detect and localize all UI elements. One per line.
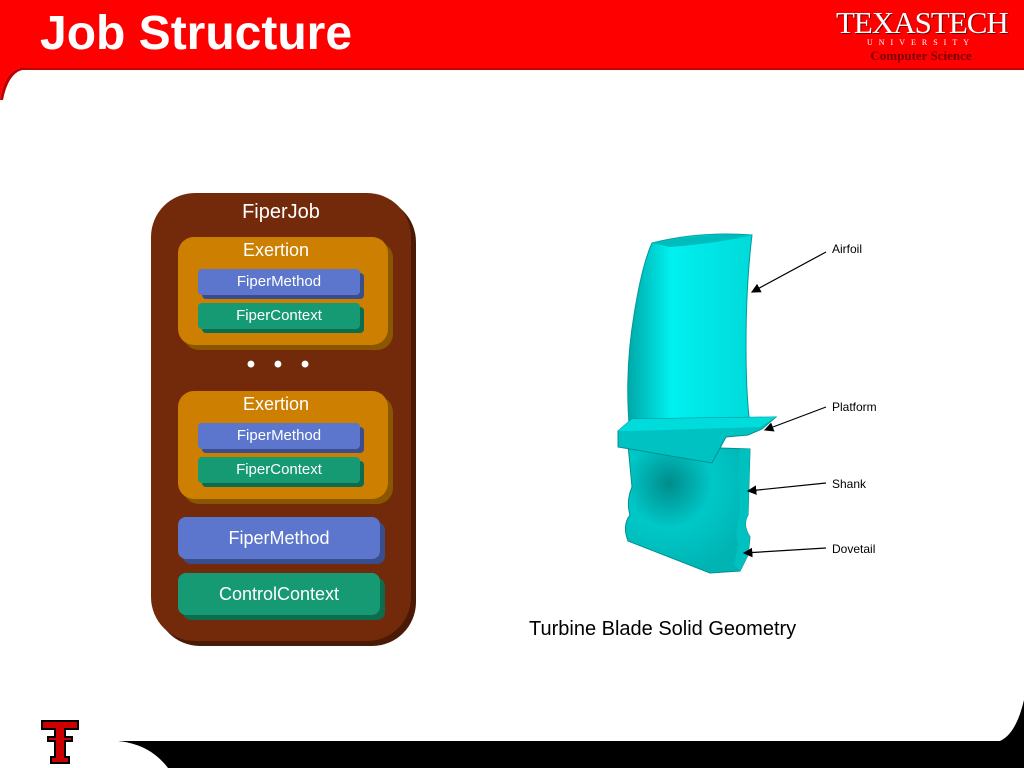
fiper-method-pill-2: FiperMethod: [198, 423, 360, 449]
turbine-blade-illustration: [617, 233, 778, 574]
texas-tech-logo: TEXASTECH UNIVERSITY Computer Science: [836, 5, 1009, 64]
blade-caption: Turbine Blade Solid Geometry: [529, 618, 797, 640]
control-context-pill: ControlContext: [178, 573, 380, 615]
shank-leader: [746, 482, 827, 495]
dovetail-callout: Dovetail: [832, 542, 876, 556]
platform-leader: [763, 406, 827, 432]
platform-callout: Platform: [832, 400, 877, 414]
shank-callout: Shank: [832, 477, 867, 491]
airfoil-leader: [750, 251, 827, 293]
page-title: Job Structure: [40, 7, 353, 60]
footer-band: [118, 700, 1024, 768]
dovetail-leader: [742, 547, 827, 558]
fiper-context-pill-1: FiperContext: [198, 303, 360, 329]
fiper-method-pill-job: FiperMethod: [178, 517, 380, 559]
airfoil-callout: Airfoil: [832, 242, 863, 256]
fiper-context-pill-2: FiperContext: [198, 457, 360, 483]
double-t-logo-icon: [41, 720, 79, 764]
header-band: [0, 0, 1024, 100]
exertion-label-1: Exertion: [242, 240, 310, 260]
logo-sub-text: UNIVERSITY: [867, 38, 975, 47]
fiper-method-pill-1: FiperMethod: [198, 269, 360, 295]
ellipsis: • • •: [246, 351, 316, 378]
fiper-job-label: FiperJob: [242, 201, 320, 223]
logo-dept-text: Computer Science: [870, 48, 972, 63]
exertion-label-2: Exertion: [242, 394, 310, 414]
logo-main-text: TEXASTECH: [836, 5, 1009, 40]
